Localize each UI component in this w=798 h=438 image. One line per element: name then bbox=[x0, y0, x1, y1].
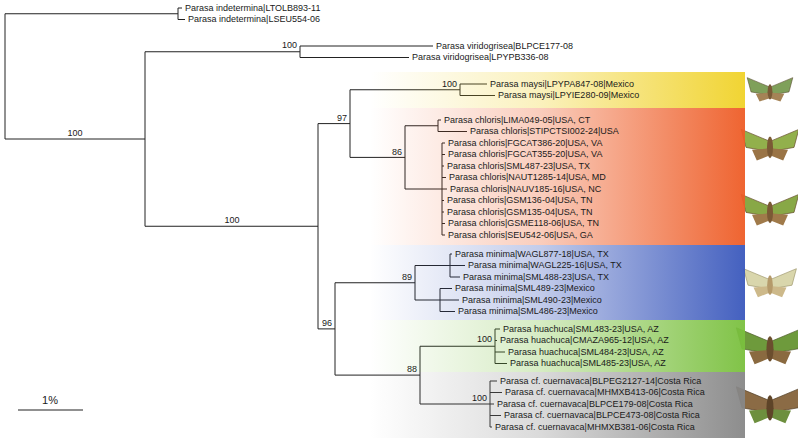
tip-label: Parasa chloris|GSME118-06|USA, TN bbox=[448, 218, 599, 229]
tip-label: Parasa minima|WAGL225-16|USA, TX bbox=[468, 260, 622, 271]
tip-label: Parasa chloris|NAUT1285-14|USA, MD bbox=[449, 172, 606, 183]
bootstrap-value: 100 bbox=[282, 40, 297, 51]
clade-band: Parasa huachuca|SML483-23|USA, AZParasa … bbox=[370, 320, 745, 372]
scale-label: 1% bbox=[42, 394, 58, 407]
clade-band: Parasa maysi|LPYPA847-08|MexicoParasa ma… bbox=[370, 72, 745, 108]
tip-label: Parasa minima|SML489-23|Mexico bbox=[455, 283, 595, 294]
moth-figure bbox=[741, 194, 798, 225]
clade-band: Parasa chloris|LIMA049-05|USA, CTParasa … bbox=[370, 108, 745, 245]
tip-label: Parasa huachuca|CMAZA965-12|USA, AZ bbox=[500, 335, 669, 346]
scale-bar bbox=[18, 409, 83, 410]
bootstrap-value: 100 bbox=[477, 334, 492, 345]
tip-label: Parasa chloris|SEU542-06|USA, GA bbox=[448, 230, 593, 241]
branch bbox=[145, 52, 318, 227]
moth-figure bbox=[744, 269, 797, 298]
tip-label: Parasa cf. cuernavaca|BLPCE179-08|Costa … bbox=[497, 399, 693, 410]
moth-figure bbox=[736, 328, 798, 364]
tip-label: Parasa huachuca|SML485-23|USA, AZ bbox=[510, 358, 666, 369]
branch bbox=[5, 14, 178, 139]
tip-label: Parasa cf. cuernavaca|MHMXB381-06|Costa … bbox=[495, 422, 695, 433]
tip-label: Parasa minima|SML486-23|Mexico bbox=[458, 306, 598, 317]
tip-label: Parasa viridogrisea|BLPCE177-08 bbox=[436, 41, 573, 52]
tip-label: Parasa huachuca|SML483-23|USA, AZ bbox=[503, 324, 659, 335]
moth-figure bbox=[747, 78, 793, 102]
tip-label: Parasa cf. cuernavaca|BLPEG2127-14|Costa… bbox=[500, 376, 701, 387]
tip-label: Parasa minima|WAGL877-18|USA, TX bbox=[455, 249, 609, 260]
tip-label: Parasa chloris|STIPCTSI002-24|USA bbox=[470, 126, 619, 137]
bootstrap-value: 86 bbox=[392, 147, 402, 158]
branch bbox=[178, 8, 185, 20]
tip-label: Parasa cf. cuernavaca|MHMXB413-06|Costa … bbox=[505, 387, 705, 398]
tip-label: Parasa chloris|GSM135-04|USA, TN bbox=[447, 207, 593, 218]
tip-label: Parasa chloris|SML487-23|USA, TX bbox=[447, 161, 590, 172]
bootstrap-value: 100 bbox=[224, 215, 239, 226]
tip-label: Parasa chloris|NAUV185-16|USA, NC bbox=[450, 184, 601, 195]
tip-label: Parasa minima|SML490-23|Mexico bbox=[462, 295, 602, 306]
branch bbox=[318, 124, 350, 329]
bootstrap-value: 97 bbox=[337, 113, 347, 124]
tip-label: Parasa viridogrisea|LPYPB336-08 bbox=[412, 52, 548, 63]
tip-label: Parasa minima|SML488-23|USA, TX bbox=[463, 272, 609, 283]
bootstrap-value: 96 bbox=[322, 318, 332, 329]
tip-label: Parasa indetermina|LSEU554-06 bbox=[188, 14, 320, 25]
clade-band: Parasa cf. cuernavaca|BLPEG2127-14|Costa… bbox=[370, 372, 745, 438]
moth-figure bbox=[741, 129, 798, 160]
tip-label: Parasa chloris|GSM136-04|USA, TN bbox=[447, 195, 593, 206]
tip-label: Parasa maysi|LPYPA847-08|Mexico bbox=[490, 79, 634, 90]
tip-label: Parasa chloris|FGCAT355-20|USA, VA bbox=[448, 149, 602, 160]
tip-label: Parasa chloris|LIMA049-05|USA, CT bbox=[444, 115, 590, 126]
bootstrap-value: 100 bbox=[472, 393, 487, 404]
bootstrap-value: 100 bbox=[67, 128, 82, 139]
bootstrap-value: 88 bbox=[407, 364, 417, 375]
tip-label: Parasa huachuca|SML484-23|USA, AZ bbox=[508, 347, 664, 358]
clade-band: Parasa minima|WAGL877-18|USA, TXParasa m… bbox=[370, 245, 745, 320]
tip-label: Parasa maysi|LPYIE280-09|Mexico bbox=[498, 90, 639, 101]
tip-label: Parasa indetermina|LTOLB893-11 bbox=[185, 3, 320, 14]
tip-label: Parasa cf. cuernavaca|BLPCE473-08|Costa … bbox=[504, 410, 700, 421]
tip-label: Parasa chloris|FGCAT386-20|USA, VA bbox=[448, 138, 602, 149]
bootstrap-value: 89 bbox=[402, 272, 412, 283]
moth-figure bbox=[736, 387, 798, 423]
bootstrap-value: 100 bbox=[442, 79, 457, 90]
